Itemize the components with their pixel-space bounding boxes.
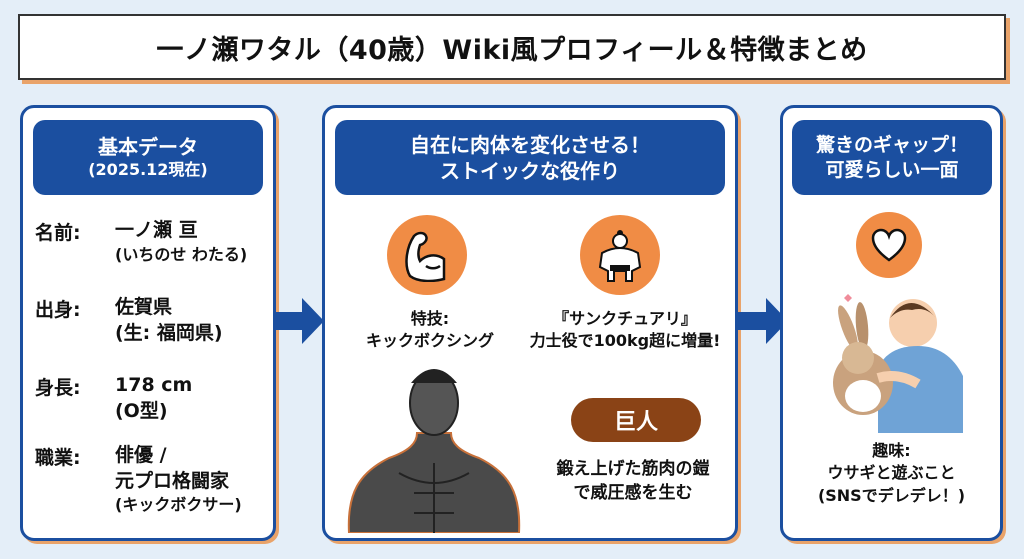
basic-data-header: 基本データ (2025.12現在) [33, 120, 263, 195]
body-panel: 自在に肉体を変化させる！ ストイックな役作り 特技: キックボクシング 『サンク… [322, 105, 738, 541]
header-subtitle: (2025.12現在) [88, 160, 208, 180]
row-value: 佐賀県 [115, 296, 173, 318]
flexed-arm-icon [387, 215, 467, 295]
row-key: 名前: [35, 222, 81, 244]
desc-line: で威圧感を生む [573, 482, 693, 503]
gap-panel: 驚きのギャップ！ 可愛らしい一面 趣味: ウサギと遊ぶこと (SNSでデレデレ！… [780, 105, 1003, 541]
hobby-caption: 趣味: ウサギと遊ぶこと (SNSでデレデレ！) [783, 440, 1000, 507]
birthplace-row: 出身: 佐賀県 (生: 福岡県) [35, 295, 223, 346]
header-line: 自在に肉体を変化させる！ [410, 132, 650, 157]
row-value: 178 cm [115, 374, 193, 396]
sumo-caption: 『サンクチュアリ』 力士役で100kg超に増量! [515, 308, 735, 353]
row-sub: (O型) [115, 399, 168, 422]
row-value: 元プロ格闘家 [115, 469, 230, 492]
giant-badge: 巨人 [571, 398, 701, 442]
header-line: ストイックな役作り [440, 158, 620, 183]
row-sub: (いちのせ わたる) [115, 244, 248, 264]
skill-label: 特技: [410, 309, 450, 328]
sumo-title: 『サンクチュアリ』 [553, 309, 697, 328]
skill-value: キックボクシング [365, 331, 494, 351]
skill-caption: 特技: キックボクシング [345, 308, 515, 353]
row-value: 俳優 / [115, 444, 167, 466]
desc-line: 鍛え上げた筋肉の鎧 [556, 459, 710, 479]
giant-desc: 鍛え上げた筋肉の鎧 で威圧感を生む [525, 458, 741, 506]
basic-data-panel: 基本データ (2025.12現在) 名前: 一ノ瀬 亘 (いちのせ わたる) 出身… [20, 105, 276, 541]
header-line: 可愛らしい一面 [825, 158, 959, 181]
man-hugging-rabbit-illustration [833, 294, 963, 433]
arrow-right-icon [274, 298, 324, 344]
page-title: 一ノ瀬ワタル（40歳）Wiki風プロフィール＆特徴まとめ [18, 14, 1006, 80]
height-row: 身長: 178 cm (O型) [35, 373, 192, 424]
hobby-note: (SNSでデレデレ！) [817, 485, 966, 505]
row-key: 職業: [35, 447, 81, 469]
occupation-row: 職業: 俳優 / 元プロ格闘家 (キックボクサー) [35, 443, 242, 516]
arrow-right-icon [738, 298, 788, 344]
gap-header: 驚きのギャップ！ 可愛らしい一面 [792, 120, 992, 195]
row-key: 身長: [35, 377, 81, 399]
header-title: 基本データ [98, 135, 198, 160]
row-key: 出身: [35, 299, 81, 321]
row-sub: (キックボクサー) [115, 495, 242, 515]
heart-icon [856, 212, 922, 278]
muscular-man-illustration [347, 369, 521, 533]
sumo-desc: 力士役で100kg超に増量! [529, 331, 721, 351]
body-header: 自在に肉体を変化させる！ ストイックな役作り [335, 120, 725, 195]
hobby-value: ウサギと遊ぶこと [827, 463, 956, 483]
name-row: 名前: 一ノ瀬 亘 (いちのせ わたる) [35, 218, 247, 265]
row-value: 一ノ瀬 亘 [115, 219, 198, 241]
header-line: 驚きのギャップ！ [815, 133, 968, 156]
row-sub: (生: 福岡県) [115, 321, 223, 344]
sumo-wrestler-icon [580, 215, 660, 295]
hobby-label: 趣味: [872, 441, 911, 460]
